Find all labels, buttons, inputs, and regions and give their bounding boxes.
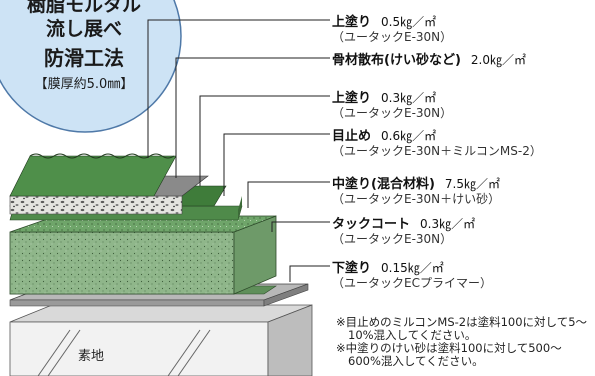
layer-name: 上塗り bbox=[332, 15, 372, 30]
substrate-front bbox=[9, 321, 269, 376]
primer-front bbox=[9, 299, 265, 307]
layer-amount: 0.3㎏／㎡ bbox=[381, 91, 437, 105]
title-circle bbox=[0, 0, 182, 133]
layer-name: 中塗り(混合材料) bbox=[332, 177, 435, 192]
layer-label-seal: 目止め 0.6㎏／㎡ （ユータックE-30N＋ミルコンMS-2） bbox=[332, 127, 542, 159]
layer-amount: 0.15㎏／㎡ bbox=[381, 261, 444, 275]
note-seal-mix: ※目止めのミルコンMS-2は塗料100に対して5～10%混入してください。 bbox=[336, 315, 588, 342]
primer-side bbox=[263, 283, 309, 307]
layer-label-topcoat-05: 上塗り 0.5㎏／㎡ （ユータックE-30N） bbox=[332, 13, 452, 45]
seal-coat-side bbox=[238, 196, 242, 220]
layer-label-aggregate: 骨材散布(けい砂など) 2.0㎏／㎡ bbox=[332, 51, 526, 68]
layer-label-primer: 下塗り 0.15㎏／㎡ （ユータックECプライマー） bbox=[332, 259, 492, 291]
topcoat-05-surface bbox=[9, 155, 177, 197]
title-line-1: 樹脂モルタル bbox=[26, 0, 141, 16]
substrate-hatch bbox=[37, 329, 211, 376]
substrate-side bbox=[267, 304, 313, 376]
middle-coat-front bbox=[9, 231, 235, 295]
layer-detail: （ユータックECプライマー） bbox=[332, 276, 492, 290]
layer-name: タックコート bbox=[332, 217, 411, 232]
note-middle-mix: ※中塗りのけい砂は塗料100に対して500～600%混入してください。 bbox=[336, 341, 562, 368]
substrate-top bbox=[9, 304, 313, 323]
layer-label-topcoat-03: 上塗り 0.3㎏／㎡ （ユータックE-30N） bbox=[332, 89, 452, 121]
layer-label-tackcoat: タックコート 0.3㎏／㎡ （ユータックE-30N） bbox=[332, 215, 475, 247]
layer-amount: 0.5㎏／㎡ bbox=[381, 15, 437, 29]
mixing-notes: ※目止めのミルコンMS-2は塗料100に対して5～10%混入してください。 ※中… bbox=[336, 316, 594, 368]
title-line-3: 防滑工法 bbox=[44, 46, 124, 70]
layer-label-middle: 中塗り(混合材料) 7.5㎏／㎡ （ユータックE-30N＋けい砂） bbox=[332, 175, 500, 207]
aggregate-front bbox=[9, 195, 183, 215]
leader-lines bbox=[147, 19, 330, 282]
layer-detail: （ユータックE-30N＋けい砂） bbox=[332, 192, 501, 206]
layer-name: 目止め bbox=[332, 129, 372, 144]
layer-amount: 0.6㎏／㎡ bbox=[381, 129, 437, 143]
layer-amount: 0.3㎏／㎡ bbox=[420, 217, 476, 231]
layer-amount: 2.0㎏／㎡ bbox=[470, 53, 526, 67]
film-thickness: 【膜厚約5.0㎜】 bbox=[34, 77, 134, 92]
layer-amount: 7.5㎏／㎡ bbox=[444, 177, 500, 191]
layer-detail: （ユータックE-30N） bbox=[332, 232, 453, 246]
layer-name: 下塗り bbox=[332, 261, 372, 276]
layer-detail: （ユータックE-30N＋ミルコンMS-2） bbox=[332, 144, 542, 158]
topcoat-05-wave bbox=[29, 153, 175, 159]
substrate-label: 素地 bbox=[78, 349, 105, 364]
layer-detail: （ユータックE-30N） bbox=[332, 106, 453, 120]
layer-detail: （ユータックE-30N） bbox=[332, 30, 453, 44]
layer-name: 上塗り bbox=[332, 91, 372, 106]
title-line-2: 流し展べ bbox=[45, 18, 122, 40]
layer-name: 骨材散布(けい砂など) bbox=[332, 53, 461, 68]
